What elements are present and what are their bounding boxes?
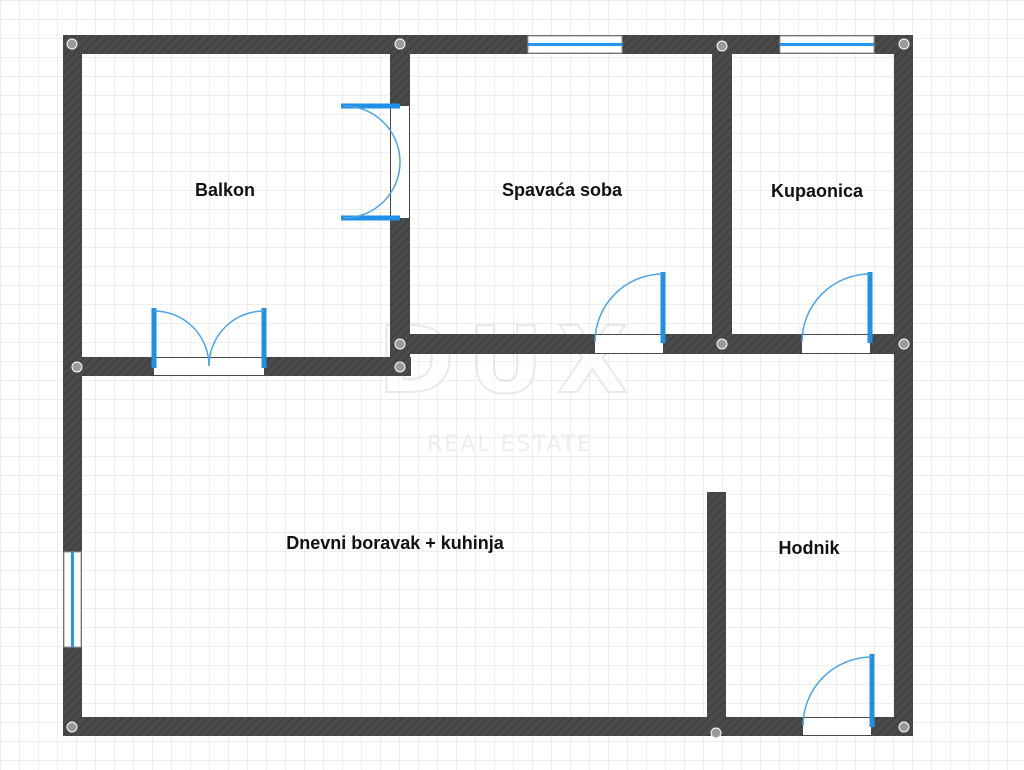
door-balkon-horizontal [151, 308, 267, 368]
opening-door-kupaonica [802, 335, 870, 353]
room-label-dnevni-boravak: Dnevni boravak + kuhinja [286, 533, 505, 553]
wall-hodnik [707, 492, 726, 728]
room-label-spavaca-soba: Spavaća soba [502, 180, 623, 200]
door-entrance [802, 654, 875, 727]
wall-nodes [66, 38, 910, 739]
room-label-balkon: Balkon [195, 180, 255, 200]
watermark: DUX REAL ESTATE [377, 306, 642, 457]
room-label-kupaonica: Kupaonica [771, 181, 864, 201]
door-kupaonica [801, 272, 873, 343]
doors [151, 103, 875, 727]
opening-door-spavaca [595, 335, 663, 353]
watermark-tagline: REAL ESTATE [427, 432, 593, 457]
room-labels: Balkon Spavaća soba Kupaonica Dnevni bor… [195, 180, 864, 558]
wall-right [894, 35, 913, 736]
wall-bottom [63, 717, 913, 736]
windows [63, 35, 875, 648]
window-top-2 [779, 35, 875, 54]
opening-door-entrance [803, 718, 871, 735]
opening-door-balkon-horizontal [154, 358, 264, 375]
window-left [63, 551, 82, 648]
door-balkon-vertical [341, 103, 401, 221]
watermark-brand: DUX [378, 307, 642, 414]
wall-top [63, 35, 913, 54]
wall-spavaca-kupaonica [712, 45, 732, 345]
window-top-1 [527, 35, 623, 54]
door-spavaca [594, 272, 666, 343]
room-label-hodnik: Hodnik [779, 538, 841, 558]
